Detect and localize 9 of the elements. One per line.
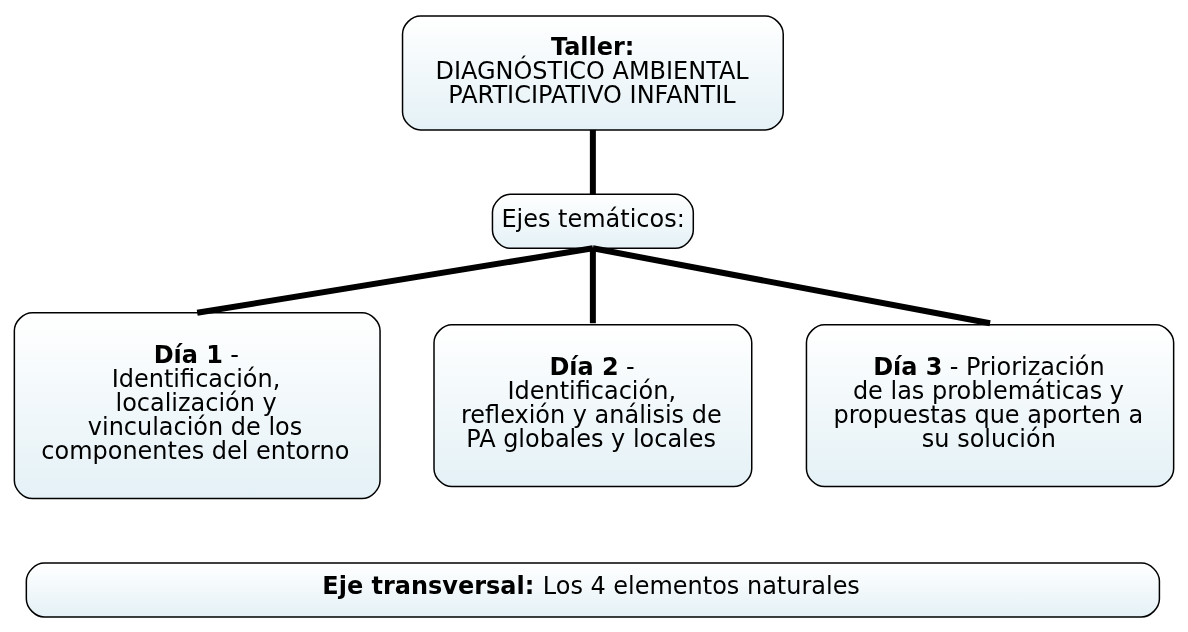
connector	[589, 129, 596, 194]
node-box: Taller: DIAGNÓSTICO AMBIENTAL PARTICIPATIVO INFANTIL	[401, 14, 784, 131]
connector	[592, 244, 991, 326]
connector	[196, 244, 594, 316]
node-box: Día 1 - Identificación, localización y vinculación de los componentes del entorno	[13, 311, 381, 499]
node-box: Eje transversal: Los 4 elementos naturales	[25, 561, 1161, 618]
node-box: Ejes temáticos:	[491, 193, 695, 249]
node-box: Día 2 - Identificación, reflexión y análisis de PA globales y locales	[433, 323, 753, 487]
node-box: Día 3 - Priorización de las problemáticas y propuestas que aporten a su solución	[805, 323, 1175, 487]
